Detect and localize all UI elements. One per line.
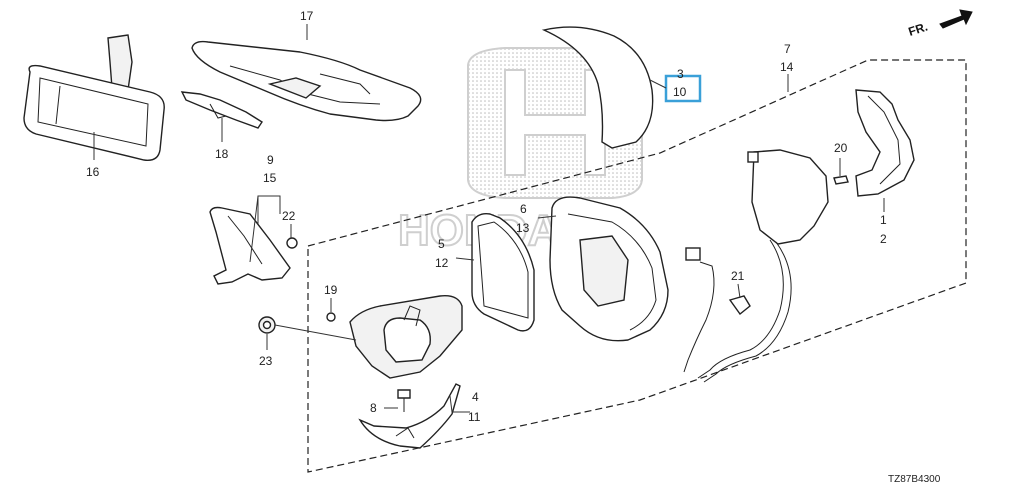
part-screw-20 xyxy=(833,175,849,185)
callout-20: 20 xyxy=(834,141,848,155)
callout-6: 6 xyxy=(520,202,527,216)
callout-19: 19 xyxy=(324,283,338,297)
callout-9: 9 xyxy=(267,153,274,167)
callout-7: 7 xyxy=(784,42,791,56)
callout-3: 3 xyxy=(677,67,684,81)
callout-1: 1 xyxy=(880,213,887,227)
part-washer xyxy=(258,316,276,334)
assembly-outline xyxy=(307,59,967,473)
callout-2: 2 xyxy=(880,232,887,246)
callout-16: 16 xyxy=(86,165,100,179)
fr-label: FR. xyxy=(907,20,930,39)
callout-8: 8 xyxy=(370,401,377,415)
callout-17: 17 xyxy=(300,9,314,23)
part-upper-cover xyxy=(191,40,422,122)
part-screw-8 xyxy=(397,389,411,412)
callout-10: 10 xyxy=(673,85,687,99)
callout-22: 22 xyxy=(282,209,296,223)
screw-22 xyxy=(286,237,298,249)
part-mirror-glass xyxy=(471,212,535,332)
callout-11: 11 xyxy=(468,410,481,424)
callout-23: 23 xyxy=(259,354,273,368)
callout-21: 21 xyxy=(731,269,745,283)
part-bracket-18 xyxy=(180,91,263,129)
part-turn-signal xyxy=(855,89,915,197)
highlight-box xyxy=(664,74,702,103)
callout-13: 13 xyxy=(516,221,530,235)
leader-lines xyxy=(93,24,885,413)
part-lower-cover xyxy=(358,383,461,449)
diagram-code: TZ87B4300 xyxy=(888,474,941,485)
callout-labels: 17 16 18 9 15 22 19 23 8 4 11 5 12 6 13 … xyxy=(86,9,941,485)
part-sensor-cover xyxy=(209,206,298,285)
callout-18: 18 xyxy=(215,147,229,161)
callout-4: 4 xyxy=(472,390,479,404)
callout-5: 5 xyxy=(438,237,445,251)
arrow-icon xyxy=(939,9,973,29)
callout-15: 15 xyxy=(263,171,277,185)
part-rearview-mirror xyxy=(23,34,165,161)
callout-12: 12 xyxy=(435,256,449,270)
front-direction-indicator: FR. xyxy=(907,9,973,39)
part-wire-harness xyxy=(683,149,829,383)
part-screw-19 xyxy=(326,312,336,322)
part-skull-cap xyxy=(541,26,654,149)
part-mirror-housing xyxy=(549,196,669,342)
part-actuator-base xyxy=(349,295,463,379)
part-clip-21 xyxy=(728,295,751,316)
callout-14: 14 xyxy=(780,60,794,74)
